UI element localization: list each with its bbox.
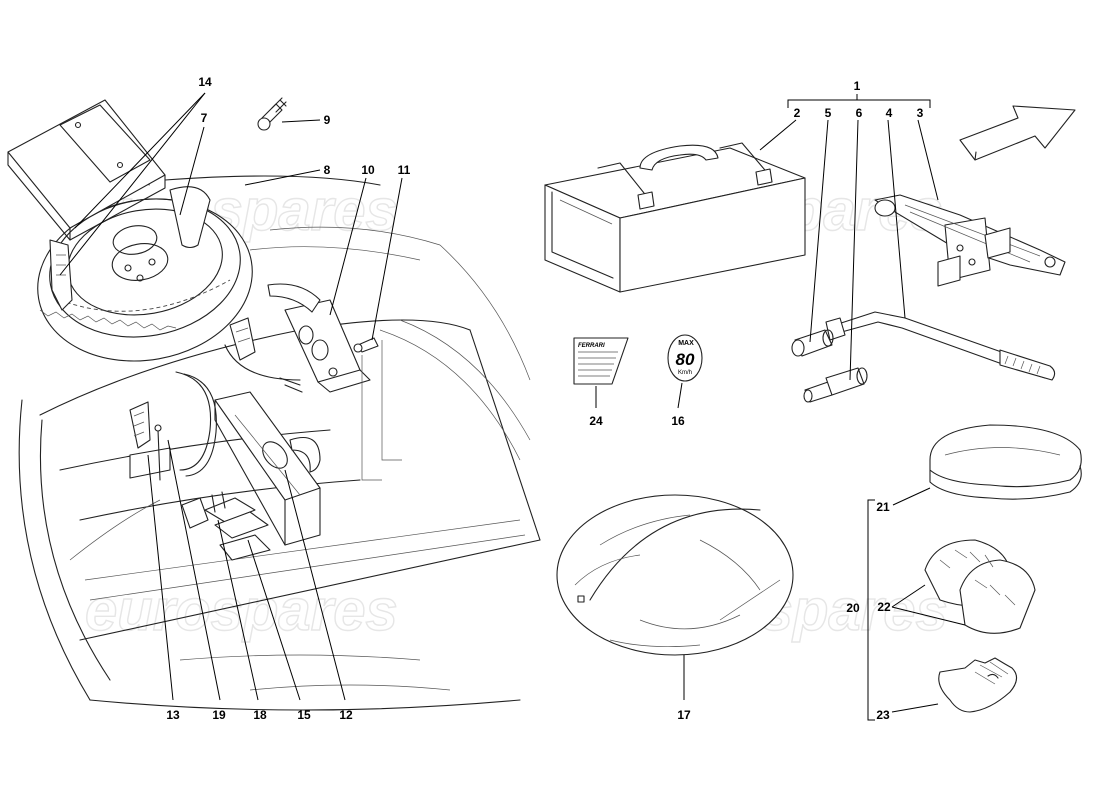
wrench	[825, 311, 1056, 381]
callout-8: 8	[324, 163, 331, 177]
callout-17: 17	[677, 708, 691, 722]
callout-4: 4	[886, 106, 893, 120]
trunk-tool-bag	[214, 391, 321, 546]
callout-14: 14	[198, 75, 212, 89]
glove-23	[938, 657, 1018, 713]
callout-2: 2	[794, 106, 801, 120]
cloth-21	[929, 424, 1082, 500]
speed-limit-sticker: MAX 80 Km/h	[667, 334, 703, 382]
bolt-9	[257, 97, 287, 131]
cloth-bags-22	[924, 539, 1036, 634]
callout-19: 19	[212, 708, 226, 722]
callout-21: 21	[876, 500, 890, 514]
callout-7: 7	[201, 111, 208, 125]
adapter	[803, 367, 868, 403]
bracket-10	[224, 283, 379, 393]
callout-23: 23	[876, 708, 890, 722]
callout-13: 13	[166, 708, 180, 722]
watermark-bottom-left: eurospares	[85, 578, 398, 643]
speed-sticker-unit: Km/h	[678, 370, 692, 376]
callout-3: 3	[917, 106, 924, 120]
spare-wheel	[7, 99, 253, 362]
tool-bag	[544, 142, 806, 293]
svg-text:FERRARI: FERRARI	[578, 343, 605, 349]
direction-arrow	[959, 105, 1076, 161]
callout-16: 16	[671, 414, 685, 428]
socket	[791, 329, 834, 357]
callout-6: 6	[856, 106, 863, 120]
callout-11: 11	[398, 163, 411, 177]
callout-5: 5	[825, 106, 832, 120]
callout-24: 24	[589, 414, 603, 428]
speed-sticker-max: MAX	[678, 340, 694, 347]
strap-13	[129, 371, 217, 481]
callout-15: 15	[297, 708, 311, 722]
callout-9: 9	[324, 113, 331, 127]
brackets-15-18	[181, 491, 271, 561]
callout-labels: 1 2 3 4 5 6 7 8 9 10 11 12 13 14 15 16 1…	[166, 75, 923, 722]
wheel-cover-bag	[556, 494, 794, 656]
callout-18: 18	[253, 708, 267, 722]
leader-lines	[59, 92, 966, 713]
callout-10: 10	[361, 163, 375, 177]
callout-1: 1	[854, 79, 861, 93]
callout-12: 12	[339, 708, 353, 722]
jack	[874, 194, 1066, 287]
callout-22: 22	[877, 600, 891, 614]
speed-sticker-value: 80	[676, 350, 695, 369]
info-sticker: FERRARI	[573, 337, 629, 385]
callout-20: 20	[846, 601, 860, 615]
